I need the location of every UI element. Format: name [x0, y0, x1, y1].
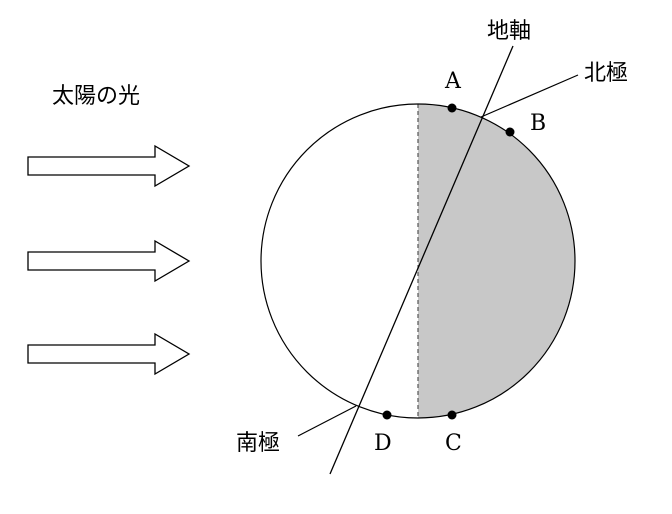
- sunlight-arrows: [27, 144, 191, 376]
- sunlight-arrow-3: [27, 332, 191, 376]
- north-pole-label: 北極: [584, 61, 628, 86]
- point-b-label: B: [530, 111, 546, 136]
- sunlight-arrow-2: [27, 239, 191, 283]
- point-d-label: D: [374, 431, 392, 456]
- south-pole-label: 南極: [236, 431, 280, 456]
- south-pole-leader: [297, 405, 357, 437]
- earth-axis: [329, 45, 514, 475]
- point-b-dot: [505, 127, 515, 137]
- north-pole-leader: [480, 74, 579, 118]
- axis-label: 地軸: [487, 19, 531, 44]
- point-a-dot: [447, 103, 457, 113]
- point-c-dot: [447, 410, 457, 420]
- point-a-label: A: [444, 69, 462, 94]
- sunlight-label: 太陽の光: [52, 84, 140, 109]
- night-side: [418, 104, 575, 418]
- point-c-label: C: [445, 431, 462, 456]
- point-d-dot: [382, 410, 392, 420]
- sunlight-arrow-1: [27, 144, 191, 188]
- earth-outline: [260, 103, 576, 419]
